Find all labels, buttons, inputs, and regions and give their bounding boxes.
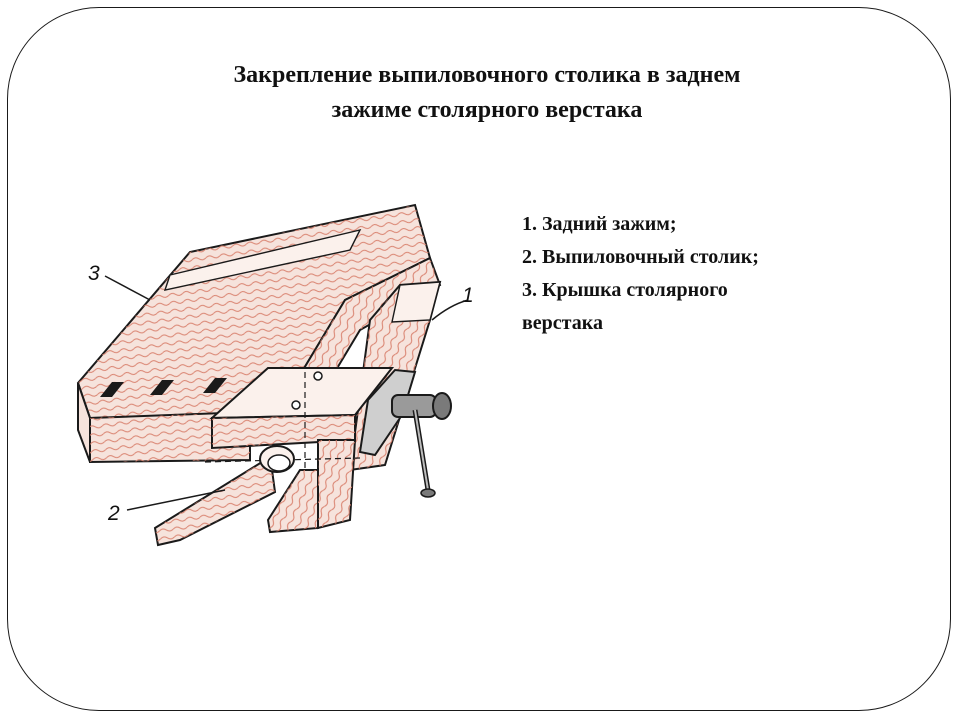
callout-leader-2: [126, 489, 226, 511]
clamp-handle-knob: [432, 392, 452, 420]
callout-1: 1: [462, 284, 474, 307]
callout-leader-1: [431, 299, 469, 321]
dog-hole: [150, 380, 174, 395]
screw-hole: [313, 371, 323, 381]
title-line-1: Закрепление выпиловочного столика в задн…: [233, 62, 741, 88]
legend-item-1: 1. Задний зажим;: [522, 213, 677, 235]
legend-item-2: 2. Выпиловочный столик;: [522, 246, 759, 268]
slide-title: Закрепление выпиловочного столика в задн…: [100, 58, 874, 128]
dog-hole: [203, 378, 227, 393]
callout-leader-3: [104, 275, 151, 301]
title-line-2: зажиме столярного верстака: [331, 97, 643, 123]
screw-hole: [291, 400, 301, 410]
workbench-illustration: 1 2 3: [76, 203, 474, 547]
legend-item-3: 3. Крышка столярного: [522, 279, 728, 301]
legend-item-3-continued: верстака: [522, 312, 603, 334]
callout-2: 2: [107, 502, 120, 525]
legend: 1. Задний зажим; 2. Выпиловочный столик;…: [522, 208, 882, 340]
dog-hole: [100, 382, 124, 397]
callout-3: 3: [88, 262, 100, 285]
